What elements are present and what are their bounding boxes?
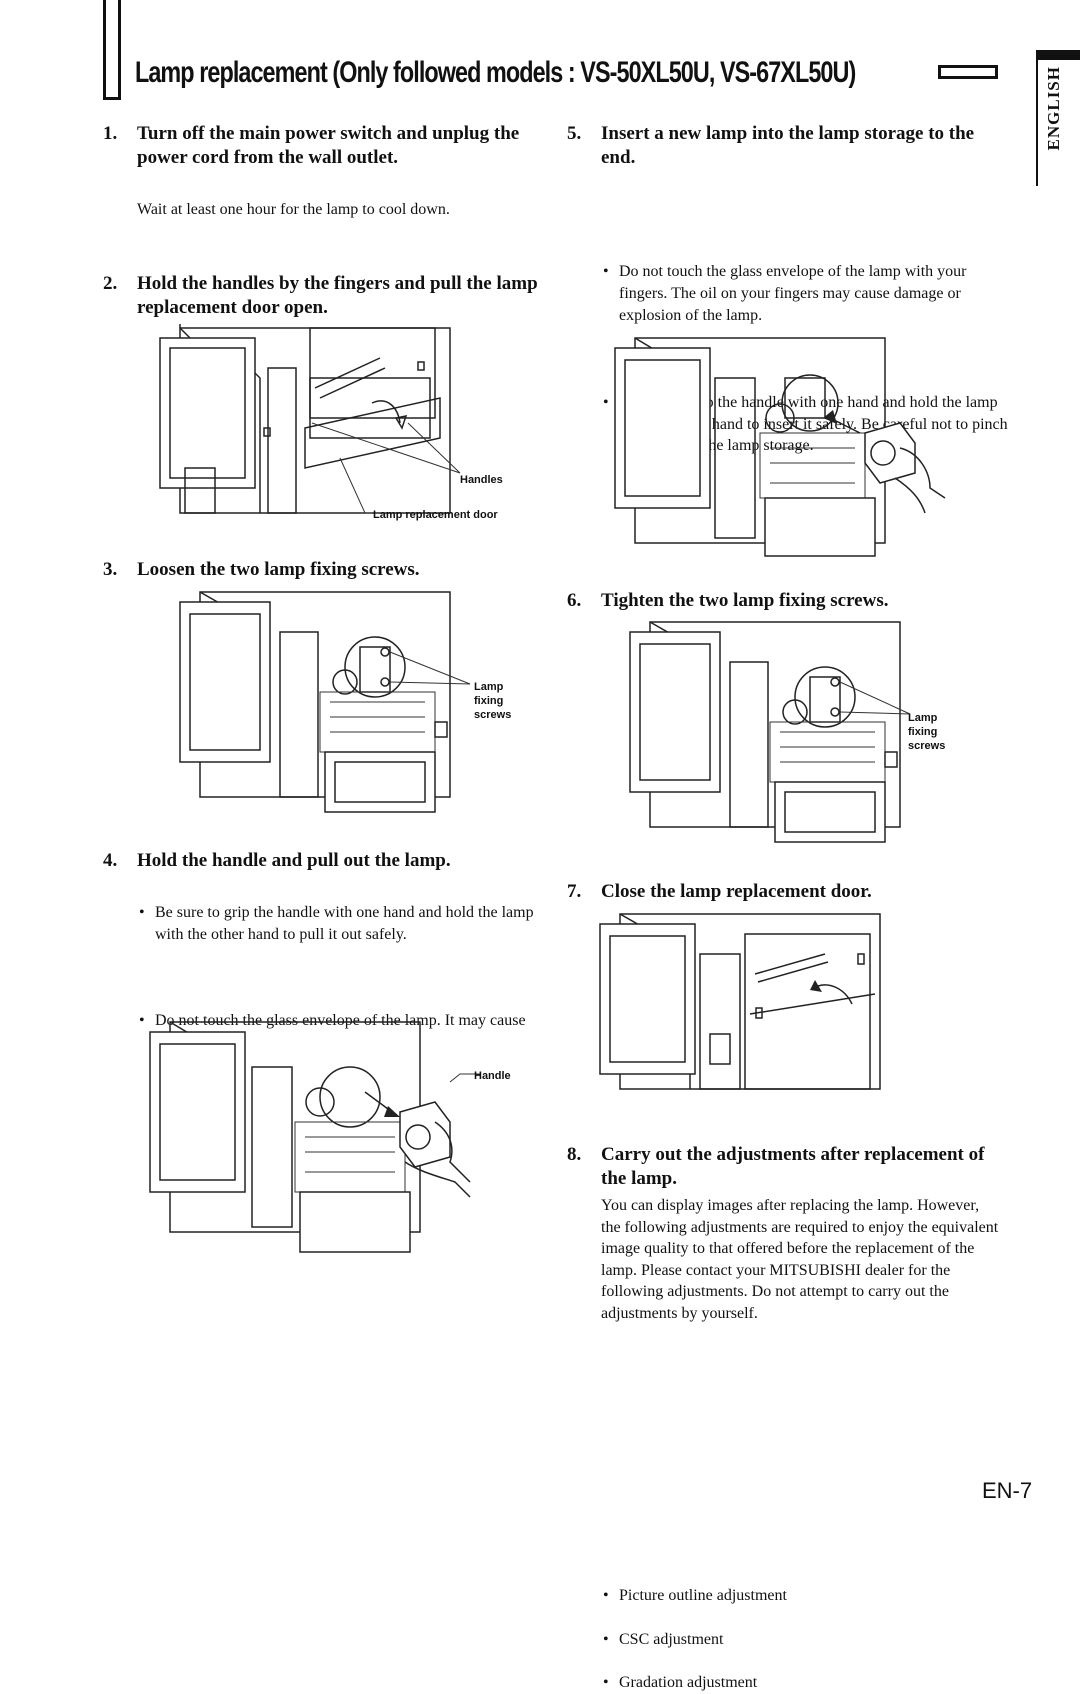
figure-insert-lamp bbox=[614, 337, 946, 557]
step-8-bullet-3: Gradation adjustment bbox=[601, 1672, 1014, 1694]
step-1-heading: 1. Turn off the main power switch and un… bbox=[103, 122, 533, 170]
header-bracket-right bbox=[938, 65, 998, 79]
side-tab-label: ENGLISH bbox=[1044, 66, 1063, 151]
step-1-number: 1. bbox=[103, 123, 118, 144]
figure-pull-out-lamp bbox=[149, 1021, 480, 1253]
step-4-number: 4. bbox=[103, 850, 118, 871]
step-5-bullet-2: Be sure to grip the handle with one hand… bbox=[601, 392, 1014, 457]
figure-loosen-screws bbox=[179, 591, 471, 813]
page-number: EN-7 bbox=[982, 1478, 1033, 1503]
step-2-heading: 2. Hold the handles by the fingers and p… bbox=[103, 272, 543, 320]
step-3-heading: 3. Loosen the two lamp fixing screws. bbox=[103, 558, 533, 582]
side-tab-bar bbox=[1036, 50, 1080, 60]
step-1-title: Turn off the main power switch and unplu… bbox=[137, 123, 520, 168]
side-tab bbox=[1036, 50, 1080, 186]
step-5-bullet-1: Do not touch the glass envelope of the l… bbox=[601, 261, 1014, 326]
page-title: Lamp replacement (Only followed models :… bbox=[135, 56, 856, 89]
step-5-number: 5. bbox=[567, 123, 582, 144]
step-6-title: Tighten the two lamp fixing screws. bbox=[601, 590, 889, 611]
step-8-number: 8. bbox=[567, 1144, 582, 1165]
figure-open-door bbox=[159, 324, 461, 514]
label-lamp-fixing-screws-6: Lamp fixing screws bbox=[908, 712, 946, 752]
label-handles: Handles bbox=[460, 474, 503, 486]
step-4-heading: 4. Hold the handle and pull out the lamp… bbox=[103, 849, 533, 873]
figure-close-door bbox=[599, 913, 881, 1090]
label-handle: Handle bbox=[474, 1070, 511, 1082]
step-5-heading: 5. Insert a new lamp into the lamp stora… bbox=[567, 122, 987, 170]
label-lamp-replacement-door: Lamp replacement door bbox=[373, 509, 498, 521]
step-8-bullet-1: Picture outline adjustment bbox=[601, 1585, 1014, 1607]
step-8-body: You can display images after replacing t… bbox=[601, 1197, 999, 1322]
step-7-heading: 7. Close the lamp replacement door. bbox=[567, 880, 987, 904]
step-8-heading: 8. Carry out the adjustments after repla… bbox=[567, 1143, 987, 1191]
step-1-body: Wait at least one hour for the lamp to c… bbox=[137, 201, 450, 218]
step-3-title: Loosen the two lamp fixing screws. bbox=[137, 559, 420, 580]
step-6-number: 6. bbox=[567, 590, 582, 611]
step-4-title: Hold the handle and pull out the lamp. bbox=[137, 850, 451, 871]
step-2-number: 2. bbox=[103, 273, 118, 294]
step-7-number: 7. bbox=[567, 881, 582, 902]
side-tab-label-wrap: ENGLISH bbox=[1044, 66, 1074, 176]
step-8-bullet-2: CSC adjustment bbox=[601, 1629, 1014, 1651]
figure-tighten-screws bbox=[629, 621, 911, 843]
header-bracket-left bbox=[103, 0, 121, 100]
step-6-heading: 6. Tighten the two lamp fixing screws. bbox=[567, 589, 987, 613]
step-3-number: 3. bbox=[103, 559, 118, 580]
step-7-title: Close the lamp replacement door. bbox=[601, 881, 872, 902]
step-5-title: Insert a new lamp into the lamp storage … bbox=[601, 123, 975, 168]
step-4-bullet-1: Be sure to grip the handle with one hand… bbox=[137, 902, 550, 945]
step-2-title: Hold the handles by the fingers and pull… bbox=[137, 273, 538, 318]
label-lamp-fixing-screws-3: Lamp fixing screws bbox=[474, 681, 512, 721]
step-8-title: Carry out the adjustments after replacem… bbox=[601, 1144, 985, 1189]
